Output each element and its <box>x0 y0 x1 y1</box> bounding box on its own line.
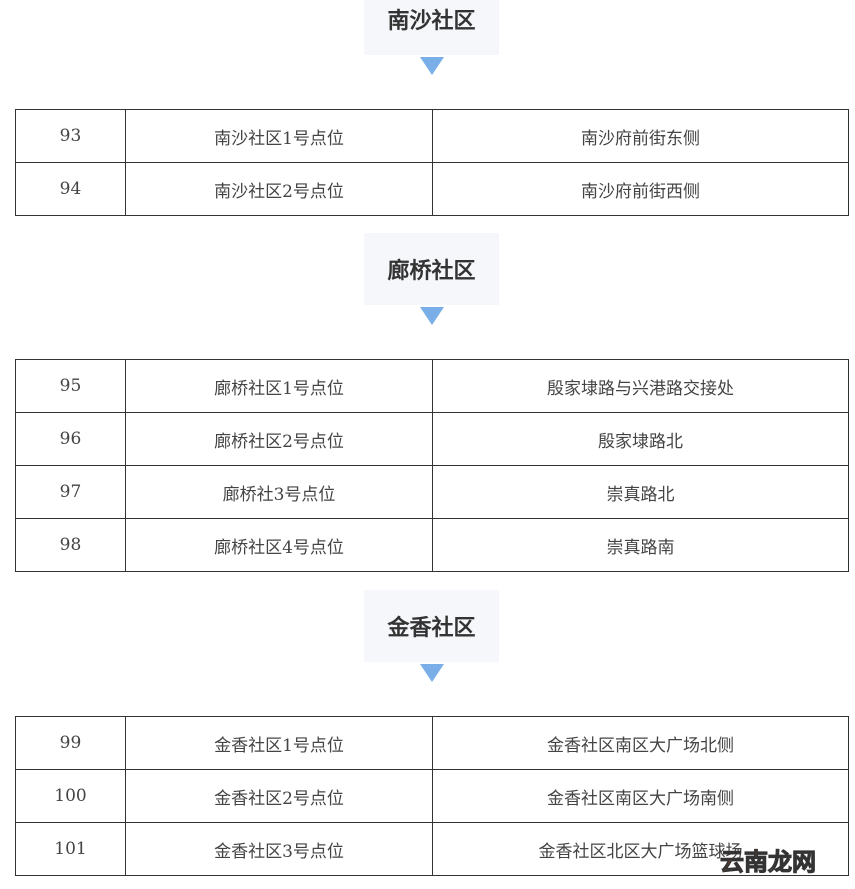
row-number: 100 <box>15 769 126 823</box>
point-location: 殷家埭路北 <box>432 412 849 466</box>
row-number: 93 <box>15 109 126 163</box>
point-location: 南沙府前街西侧 <box>432 162 849 216</box>
point-location: 金香社区北区大广场篮球场 <box>432 822 849 876</box>
row-number: 94 <box>15 162 126 216</box>
row-number: 95 <box>15 359 126 413</box>
point-name: 廊桥社3号点位 <box>125 465 433 519</box>
point-name: 廊桥社区1号点位 <box>125 359 433 413</box>
point-name: 金香社区2号点位 <box>125 769 433 823</box>
row-number: 101 <box>15 822 126 876</box>
row-number: 98 <box>15 518 126 572</box>
point-name: 廊桥社区4号点位 <box>125 518 433 572</box>
section-title: 金香社区 <box>364 590 499 662</box>
triangle-down-icon <box>420 57 444 75</box>
triangle-down-icon <box>420 664 444 682</box>
point-name: 金香社区1号点位 <box>125 716 433 770</box>
section-title: 南沙社区 <box>364 0 499 55</box>
point-location: 南沙府前街东侧 <box>432 109 849 163</box>
row-number: 96 <box>15 412 126 466</box>
point-name: 南沙社区1号点位 <box>125 109 433 163</box>
watermark-logo: 云南龙网 <box>720 848 817 877</box>
point-name: 廊桥社区2号点位 <box>125 412 433 466</box>
point-name: 金香社区3号点位 <box>125 822 433 876</box>
row-number: 99 <box>15 716 126 770</box>
point-location: 殷家埭路与兴港路交接处 <box>432 359 849 413</box>
triangle-down-icon <box>420 307 444 325</box>
point-name: 南沙社区2号点位 <box>125 162 433 216</box>
point-location: 金香社区南区大广场南侧 <box>432 769 849 823</box>
point-location: 崇真路北 <box>432 465 849 519</box>
row-number: 97 <box>15 465 126 519</box>
point-location: 金香社区南区大广场北侧 <box>432 716 849 770</box>
point-location: 崇真路南 <box>432 518 849 572</box>
section-title: 廊桥社区 <box>364 233 499 305</box>
